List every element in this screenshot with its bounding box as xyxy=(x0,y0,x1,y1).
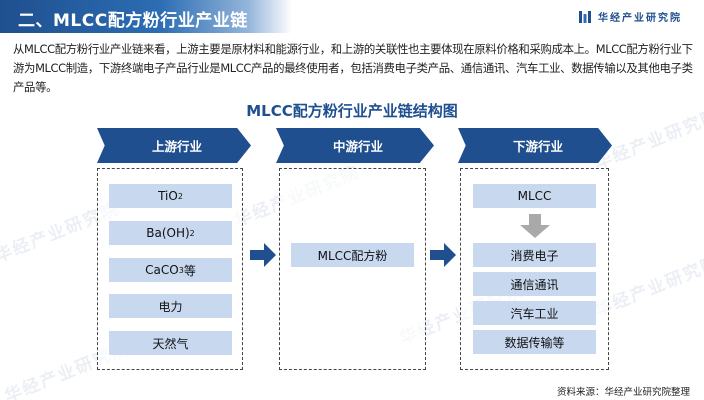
downstream-header-label: 下游行业 xyxy=(512,139,563,154)
down-arrow-icon xyxy=(520,214,550,238)
baoh2-sub: 2 xyxy=(189,228,195,238)
downstream-item-communications: 通信通讯 xyxy=(473,272,596,296)
upstream-header-label: 上游行业 xyxy=(151,139,202,154)
diagram-title: MLCC配方粉行业产业链结构图 xyxy=(246,102,458,120)
header-bar: 二、MLCC配方粉行业产业链 xyxy=(0,0,292,33)
upstream-item-baoh2: Ba(OH)2 xyxy=(109,221,232,245)
header: 二、MLCC配方粉行业产业链 华经产业研究院 xyxy=(0,0,704,33)
caco3-sub: 3 xyxy=(178,265,184,275)
brand-logo-icon xyxy=(579,10,591,23)
midstream-item-powder: MLCC配方粉 xyxy=(291,243,414,267)
brand-logo: 华经产业研究院 xyxy=(578,9,682,24)
tio2-base: TiO xyxy=(158,189,178,203)
upstream-item-power: 电力 xyxy=(109,294,232,318)
midstream-box xyxy=(279,168,426,370)
tio2-sub: 2 xyxy=(177,191,183,201)
brand-name: 华经产业研究院 xyxy=(598,13,682,24)
source-note: 资料来源：华经产业研究院整理 xyxy=(556,387,690,398)
baoh2-base: Ba(OH) xyxy=(146,226,190,240)
downstream-item-automotive: 汽车工业 xyxy=(473,301,596,325)
caco3-base: CaCO xyxy=(145,263,179,277)
upstream-header: 上游行业 xyxy=(97,128,251,163)
caco3-suffix: 等 xyxy=(183,263,196,278)
intro-paragraph: 从MLCC配方粉行业产业链来看，上游主要是原材料和能源行业，和上游的关联性也主要… xyxy=(13,42,693,94)
midstream-header: 中游行业 xyxy=(276,128,434,163)
downstream-item-consumer-electronics: 消费电子 xyxy=(473,243,596,267)
downstream-item-data-transmission: 数据传输等 xyxy=(473,330,596,354)
right-arrow-icon xyxy=(250,243,276,267)
page-title: 二、MLCC配方粉行业产业链 xyxy=(18,11,248,31)
right-arrow-icon xyxy=(430,243,456,267)
downstream-item-mlcc: MLCC xyxy=(473,184,596,208)
midstream-header-label: 中游行业 xyxy=(332,139,383,154)
downstream-header: 下游行业 xyxy=(458,128,612,163)
upstream-item-gas: 天然气 xyxy=(109,331,232,355)
